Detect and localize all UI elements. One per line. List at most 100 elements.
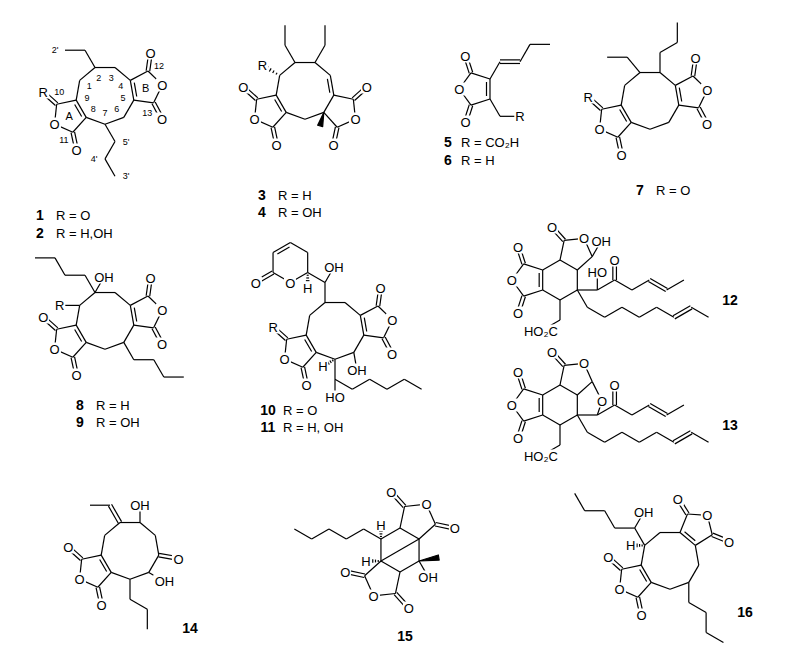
atom-label: H <box>625 539 636 552</box>
bond <box>500 59 520 60</box>
bond <box>164 376 184 377</box>
bond <box>575 493 585 510</box>
atom-label: HO₂C <box>523 450 559 463</box>
bond <box>330 75 333 95</box>
bond <box>130 572 149 579</box>
bond <box>539 273 540 287</box>
bond <box>675 85 678 105</box>
bond <box>543 415 560 425</box>
bond <box>636 544 637 548</box>
locant-number: 12 <box>154 62 164 71</box>
substituent-definition: R = H,OH <box>55 227 114 240</box>
bond <box>585 510 605 511</box>
bond <box>577 415 587 432</box>
bond <box>364 335 384 338</box>
bond <box>577 414 597 415</box>
bond <box>327 79 329 93</box>
atom-label: O <box>361 81 373 94</box>
bond <box>82 555 102 559</box>
bond <box>370 379 387 389</box>
bond <box>316 352 335 359</box>
atom-label: HO₂C <box>523 325 559 338</box>
bond <box>101 535 104 555</box>
bond <box>65 275 85 276</box>
bond <box>105 142 115 159</box>
bond <box>670 582 689 589</box>
atom-label: R <box>268 321 279 334</box>
bond <box>364 318 366 332</box>
atom-label: O <box>701 117 713 130</box>
bond <box>543 385 560 395</box>
atom-label: O <box>512 240 524 253</box>
bond <box>57 100 77 104</box>
bond <box>622 565 642 569</box>
bond <box>324 25 325 45</box>
atom-label: O <box>635 608 647 621</box>
bond <box>627 57 640 72</box>
locant-number: 4 <box>118 81 123 90</box>
bond <box>490 62 500 79</box>
bond <box>57 325 77 329</box>
bond <box>387 379 404 389</box>
substituent-definition: R = O <box>282 404 318 417</box>
bond <box>418 539 419 561</box>
locant-number: 3' <box>123 172 130 181</box>
compound-number: 7 <box>635 183 645 197</box>
atom-label: H <box>302 281 313 294</box>
bond <box>273 71 274 73</box>
bond <box>650 278 667 288</box>
locant-number: 3 <box>109 73 114 82</box>
atom-label: O <box>593 123 605 136</box>
substituent-definition: R = H <box>460 154 496 167</box>
locant-number: 5' <box>123 137 130 146</box>
bond <box>130 305 133 325</box>
atom-label: OH <box>323 260 345 273</box>
atom-label: O <box>613 583 625 596</box>
bond <box>307 253 308 273</box>
bond <box>105 124 115 141</box>
bond <box>641 545 644 565</box>
bond <box>400 528 419 539</box>
bond <box>691 432 708 442</box>
bond <box>100 559 107 571</box>
substituent-definition: R = OH <box>277 206 323 219</box>
bond <box>380 536 382 537</box>
atom-label: O <box>278 353 290 366</box>
bond <box>332 360 333 362</box>
atom-label: O <box>70 143 82 156</box>
atom-label: O <box>37 311 49 324</box>
bond <box>689 602 706 612</box>
locant-number: 7 <box>102 109 107 118</box>
bond <box>632 405 649 415</box>
bond <box>677 23 678 43</box>
bond <box>360 315 363 335</box>
bond <box>639 307 656 317</box>
atom-label: O <box>701 83 713 96</box>
bond <box>543 290 560 300</box>
bond <box>679 105 699 108</box>
bond <box>115 68 130 81</box>
bond <box>673 306 690 316</box>
bond <box>134 308 136 322</box>
bond <box>276 73 277 75</box>
atom-label: O <box>546 346 558 359</box>
bond <box>577 289 597 290</box>
bond <box>419 524 435 539</box>
bond <box>632 280 649 290</box>
bond <box>607 57 627 58</box>
compound-number: 13 <box>721 418 739 432</box>
atom-label: O <box>506 274 518 287</box>
compound-number: 4 <box>257 205 267 219</box>
bond-lines <box>35 23 730 643</box>
bond <box>639 544 640 547</box>
bond <box>615 405 632 415</box>
atom-label: R <box>583 91 594 104</box>
bond <box>685 532 696 541</box>
bond <box>272 253 273 273</box>
bond <box>602 105 622 109</box>
bond <box>695 535 712 546</box>
bond <box>129 579 130 599</box>
bond <box>105 523 120 536</box>
atom-label: O <box>70 368 82 381</box>
bond <box>295 62 315 63</box>
